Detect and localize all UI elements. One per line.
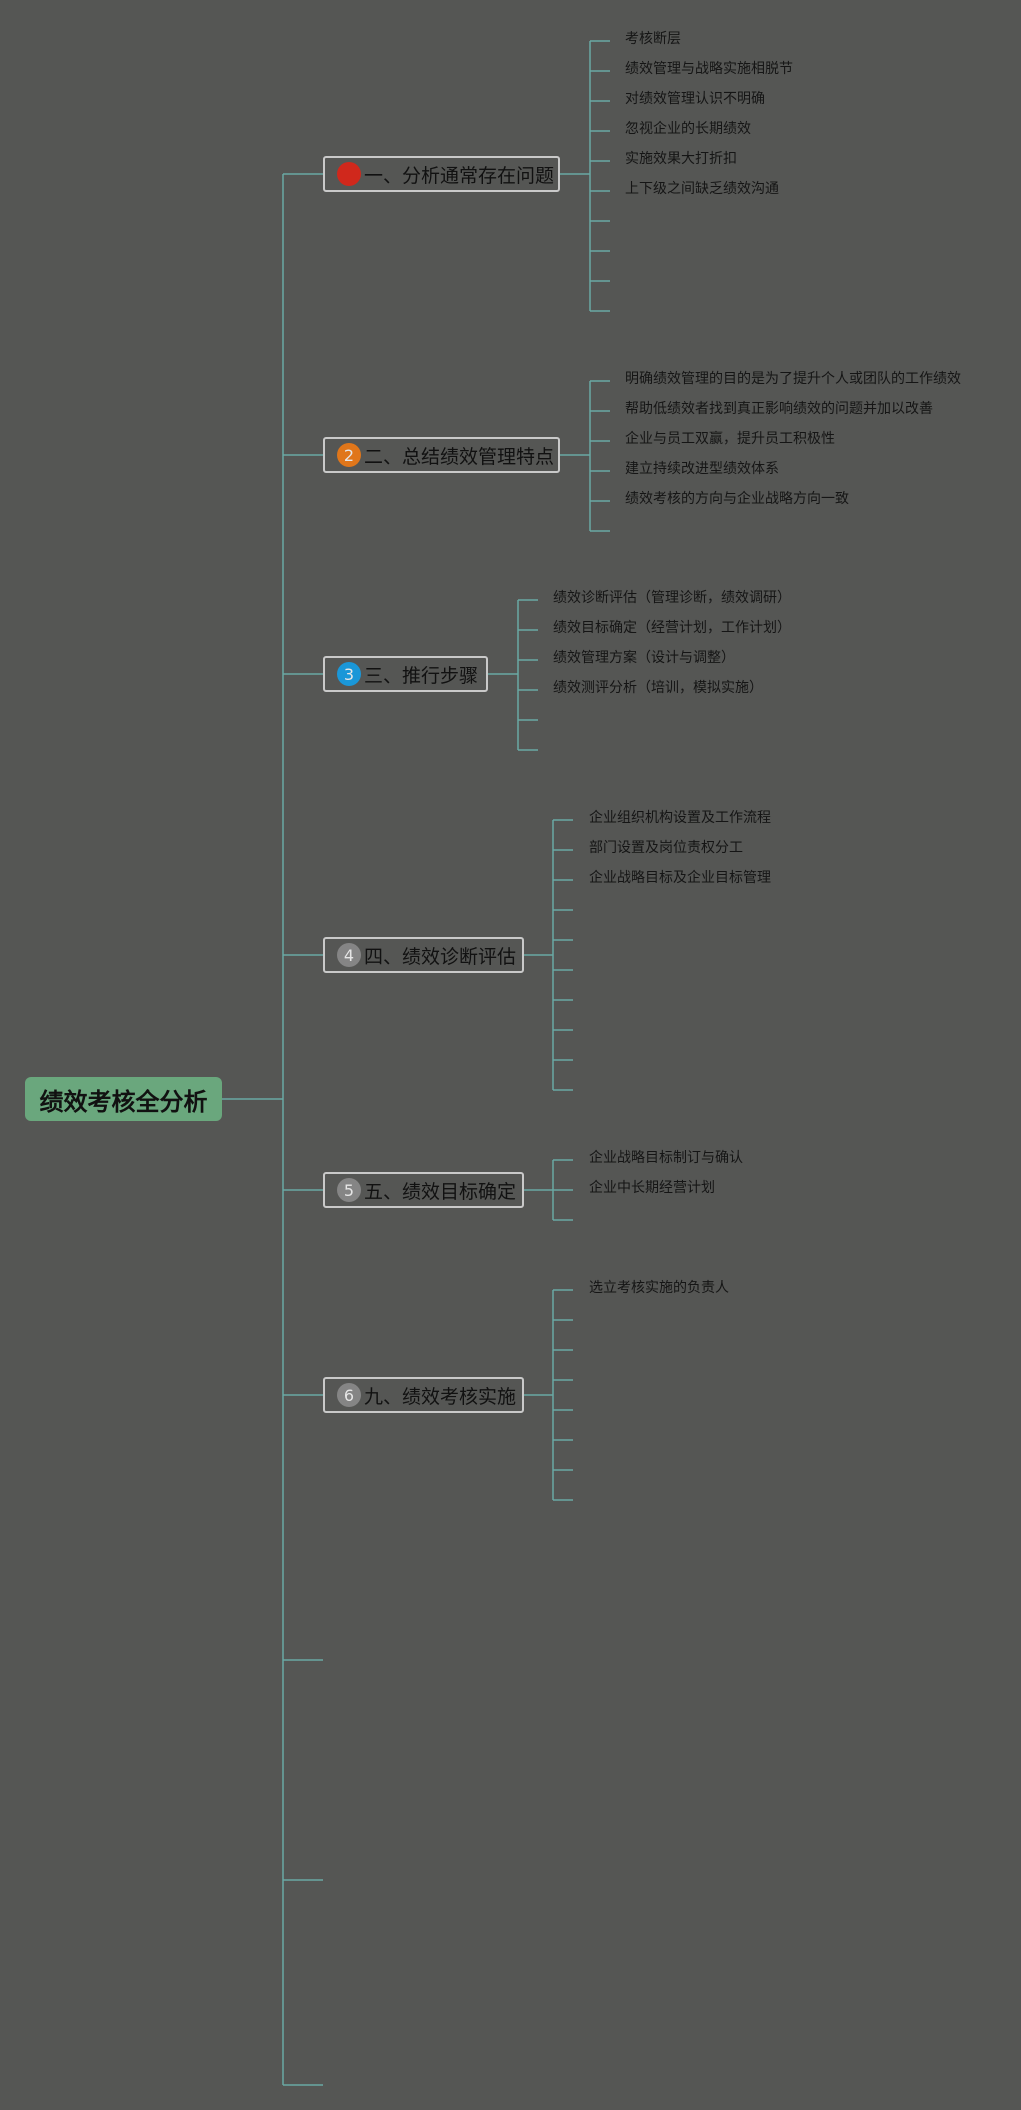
leaf-item[interactable]: 绩效目标确定（经营计划，工作计划） [553, 620, 791, 636]
branch-label: 二、总结绩效管理特点 [364, 445, 555, 468]
branch-label: 三、推行步骤 [364, 664, 479, 687]
leaf-item[interactable]: 企业战略目标及企业目标管理 [589, 870, 771, 886]
number-badge-icon: 6 [337, 1383, 361, 1407]
leaf-item[interactable]: 忽视企业的长期绩效 [625, 121, 751, 137]
branch-node-4[interactable]: 4 四、绩效诊断评估 [323, 937, 524, 973]
leaf-item[interactable]: 上下级之间缺乏绩效沟通 [625, 181, 779, 197]
leaf-item[interactable]: 绩效测评分析（培训，模拟实施） [553, 680, 763, 696]
branch-node-5[interactable]: 5 五、绩效目标确定 [323, 1172, 524, 1208]
leaf-item[interactable]: 企业战略目标制订与确认 [589, 1150, 743, 1166]
leaf-item[interactable]: 企业中长期经营计划 [589, 1180, 715, 1196]
number-badge-icon: 4 [337, 943, 361, 967]
number-badge-icon: 3 [337, 662, 361, 686]
branch-label: 五、绩效目标确定 [364, 1180, 517, 1203]
branch-node-6[interactable]: 6 九、绩效考核实施 [323, 1377, 524, 1413]
branch-label: 四、绩效诊断评估 [364, 945, 517, 968]
branch-node-3[interactable]: 3 三、推行步骤 [323, 656, 488, 692]
leaf-item[interactable]: 绩效管理方案（设计与调整） [553, 650, 735, 666]
branch-node-1[interactable]: 一、分析通常存在问题 [323, 156, 560, 192]
root-title: 绩效考核全分析 [39, 1087, 208, 1116]
leaf-item[interactable]: 明确绩效管理的目的是为了提升个人或团队的工作绩效 [625, 371, 961, 387]
leaf-item[interactable]: 绩效管理与战略实施相脱节 [625, 61, 793, 77]
branch-label: 一、分析通常存在问题 [364, 164, 555, 187]
branch-label: 九、绩效考核实施 [364, 1385, 517, 1408]
branch-node-2[interactable]: 2 二、总结绩效管理特点 [323, 437, 560, 473]
leaf-item[interactable]: 企业组织机构设置及工作流程 [589, 810, 771, 826]
number-badge-icon: 5 [337, 1178, 361, 1202]
leaf-item[interactable]: 企业与员工双赢，提升员工积极性 [625, 431, 835, 447]
number-badge-icon [337, 162, 361, 186]
leaf-item[interactable]: 实施效果大打折扣 [625, 151, 737, 167]
leaf-item[interactable]: 绩效诊断评估（管理诊断，绩效调研） [553, 590, 791, 606]
leaf-item[interactable]: 绩效考核的方向与企业战略方向一致 [625, 491, 849, 507]
leaf-item[interactable]: 帮助低绩效者找到真正影响绩效的问题并加以改善 [625, 401, 933, 417]
leaf-item[interactable]: 对绩效管理认识不明确 [625, 91, 765, 107]
root-node[interactable]: 绩效考核全分析 [25, 1077, 222, 1121]
number-badge-icon: 2 [337, 443, 361, 467]
leaf-item[interactable]: 考核断层 [625, 31, 681, 47]
leaf-item[interactable]: 建立持续改进型绩效体系 [625, 461, 779, 477]
leaf-item[interactable]: 选立考核实施的负责人 [589, 1280, 729, 1296]
leaf-item[interactable]: 部门设置及岗位责权分工 [589, 840, 743, 856]
